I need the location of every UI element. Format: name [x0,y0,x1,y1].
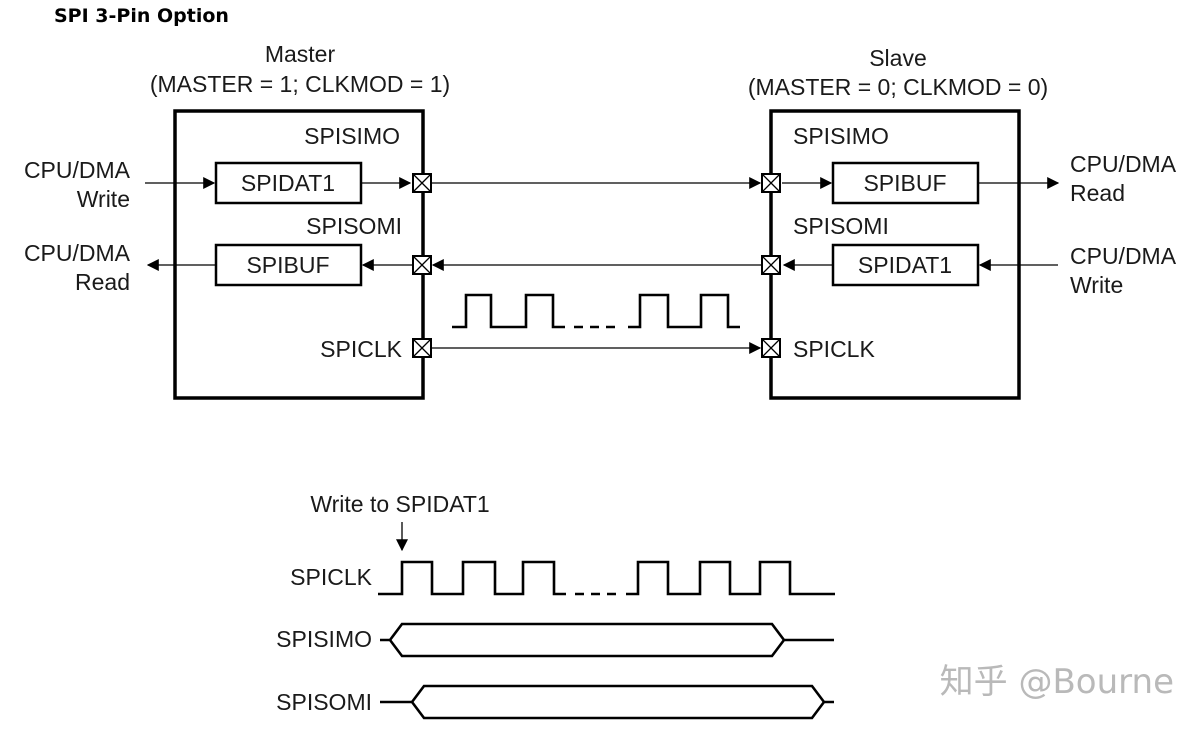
master-spibuf-label: SPIBUF [246,252,329,278]
slave-label: Slave [869,45,927,71]
slave-cpu-write-label-2: Write [1070,272,1123,298]
master-pin-clk-label: SPICLK [320,336,402,362]
watermark-text: 知乎 @Bourne [940,662,1174,702]
slave-spibuf-label: SPIBUF [863,170,946,196]
master-config: (MASTER = 1; CLKMOD = 1) [150,71,450,97]
spisomi-waveform [380,684,834,720]
slave-clk-pin-icon [761,338,781,358]
master-cpu-read-label-2: Read [75,269,130,295]
spiclk-waveform [378,560,835,596]
master-clk-pin-icon [412,338,432,358]
master-cpu-write-label-2: Write [77,186,130,212]
master-block: Master (MASTER = 1; CLKMOD = 1) SPISIMO … [24,41,450,400]
slave-pin-clk-label: SPICLK [793,336,875,362]
timing-label-spiclk: SPICLK [290,564,372,590]
slave-cpu-read-label-2: Read [1070,180,1125,206]
diagram-title: SPI 3-Pin Option [54,5,229,27]
slave-cpu-read-label-1: CPU/DMA [1070,151,1177,177]
timing-diagram: Write to SPIDAT1 SPICLK SPISIMO SPISOMI [276,491,835,720]
slave-somi-pin-icon [761,255,781,275]
master-label: Master [265,41,336,67]
slave-block: Slave (MASTER = 0; CLKMOD = 0) SPISIMO S… [748,45,1177,400]
master-cpu-write-label-1: CPU/DMA [24,157,131,183]
write-trigger-label: Write to SPIDAT1 [310,491,489,517]
slave-config: (MASTER = 0; CLKMOD = 0) [748,74,1048,100]
spisimo-waveform [380,622,834,658]
slave-spidat1-label: SPIDAT1 [858,252,952,278]
clock-waveform-top [452,293,740,329]
timing-label-spisimo: SPISIMO [276,626,372,652]
timing-label-spisomi: SPISOMI [276,689,372,715]
master-cpu-read-label-1: CPU/DMA [24,240,131,266]
master-box [173,109,425,400]
slave-pin-simo-label: SPISIMO [793,123,889,149]
slave-box [769,109,1021,400]
slave-pin-somi-label: SPISOMI [793,213,889,239]
master-pin-simo-label: SPISIMO [304,123,400,149]
master-spidat1-label: SPIDAT1 [241,170,335,196]
master-pin-somi-label: SPISOMI [306,213,402,239]
master-simo-pin-icon [412,173,432,193]
slave-simo-pin-icon [761,173,781,193]
slave-cpu-write-label-1: CPU/DMA [1070,243,1177,269]
master-somi-pin-icon [412,255,432,275]
